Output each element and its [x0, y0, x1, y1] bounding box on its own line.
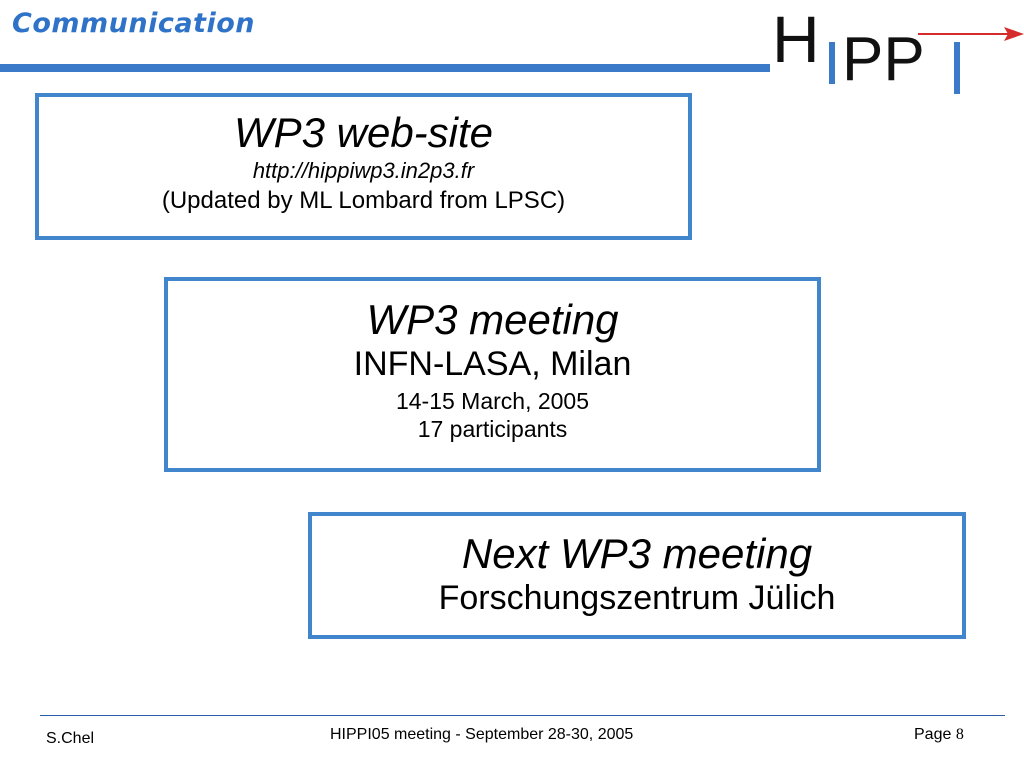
website-url[interactable]: http://hippiwp3.in2p3.fr	[252, 158, 475, 183]
next-meeting-box: Next WP3 meeting Forschungszentrum Jülic…	[308, 512, 966, 639]
logo-letters-pp: PP	[842, 25, 925, 94]
next-meeting-location: Forschungszentrum Jülich	[438, 579, 836, 617]
footer-page-label: Page	[914, 726, 952, 743]
slide-title: Communication	[12, 8, 255, 39]
footer-event: HIPPI05 meeting - September 28-30, 2005	[330, 726, 634, 743]
website-note: (Updated by ML Lombard from LPSC)	[161, 187, 566, 214]
footer-divider	[40, 715, 1005, 716]
footer-page-number: 8	[955, 726, 964, 743]
header-divider	[0, 64, 770, 72]
logo-arrow-head	[1004, 27, 1024, 41]
website-title: WP3 web-site	[233, 109, 494, 156]
meeting-participants: 17 participants	[417, 416, 568, 442]
meeting-box: WP3 meeting INFN-LASA, Milan 14-15 March…	[164, 277, 821, 472]
footer-page: Page 8	[914, 726, 964, 744]
hippi-logo: H PP	[772, 2, 1024, 94]
website-box: WP3 web-site http://hippiwp3.in2p3.fr (U…	[35, 93, 692, 240]
next-meeting-title: Next WP3 meeting	[461, 530, 813, 577]
meeting-title: WP3 meeting	[366, 296, 619, 343]
footer-author: S.Chel	[46, 730, 95, 747]
meeting-location: INFN-LASA, Milan	[353, 345, 632, 383]
logo-letter-h: H	[772, 2, 820, 76]
meeting-date: 14-15 March, 2005	[395, 388, 590, 414]
